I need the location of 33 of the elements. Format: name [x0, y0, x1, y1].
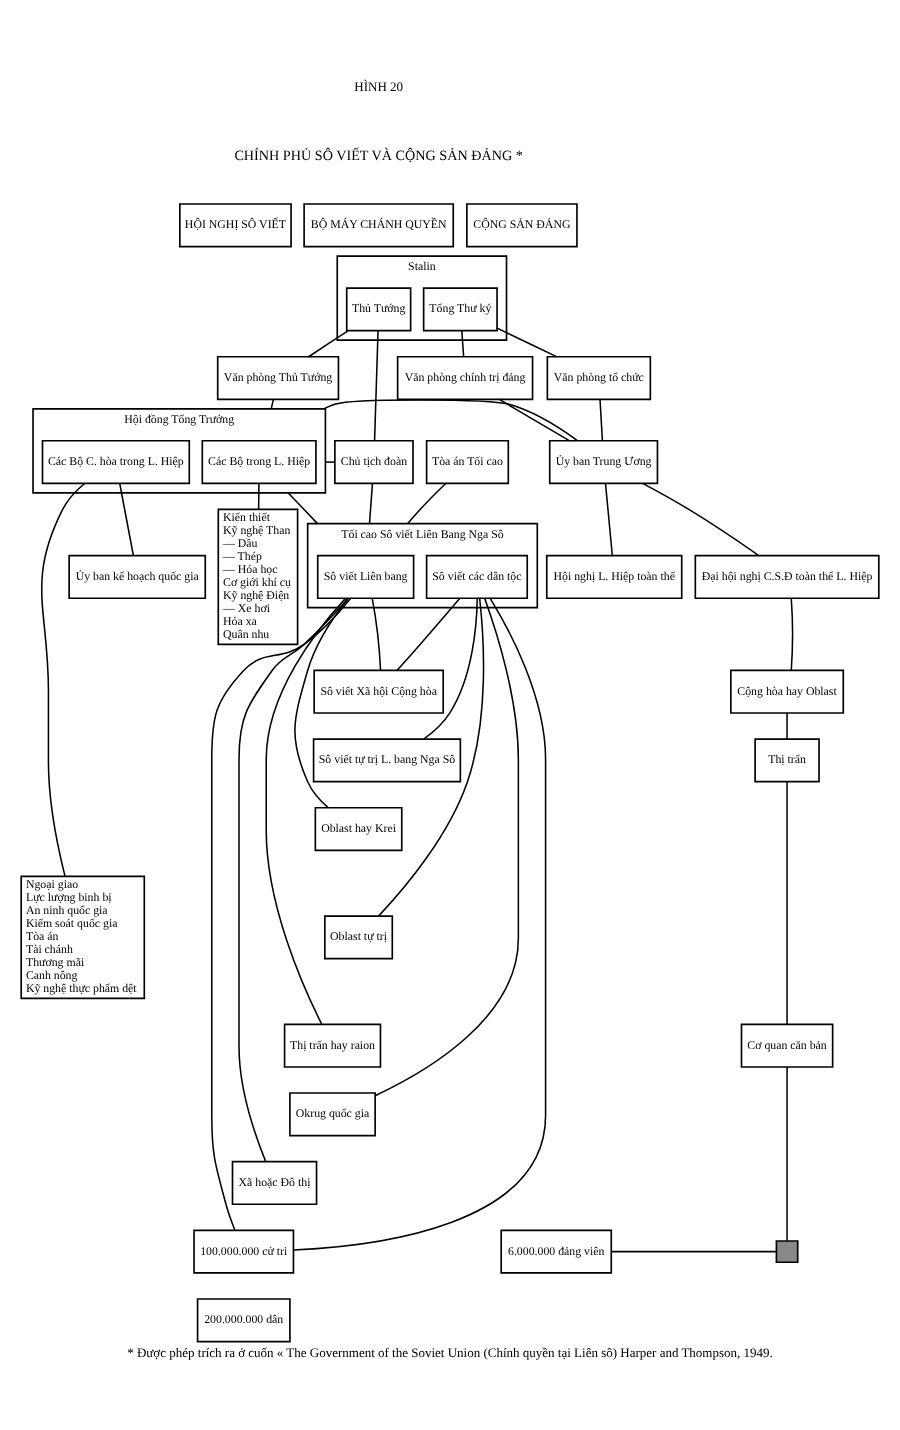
connector [396, 596, 461, 671]
connector [368, 482, 374, 524]
connector [604, 482, 614, 555]
connector [610, 1249, 777, 1252]
connector [378, 596, 485, 916]
connector [786, 1065, 788, 1241]
connector [374, 596, 520, 1096]
connector [324, 460, 336, 462]
connector [786, 711, 788, 739]
connector [406, 481, 447, 524]
connector [287, 491, 319, 524]
connector [373, 329, 379, 441]
connector [41, 481, 86, 876]
connector [496, 326, 558, 357]
connector [461, 329, 465, 357]
connector [423, 596, 478, 739]
connector [599, 397, 604, 441]
connector [790, 596, 794, 670]
node-box [775, 1239, 799, 1263]
connector [119, 482, 135, 555]
connector [641, 481, 760, 556]
connector [307, 329, 349, 357]
connector [371, 596, 382, 670]
connector [265, 596, 347, 1024]
connector [294, 596, 349, 808]
connector [257, 482, 260, 509]
connector [238, 596, 349, 1162]
connector [292, 596, 547, 1250]
connector [498, 397, 571, 441]
connector [211, 596, 352, 1230]
connector [786, 780, 788, 1025]
connector [322, 398, 578, 441]
connector [270, 397, 275, 409]
